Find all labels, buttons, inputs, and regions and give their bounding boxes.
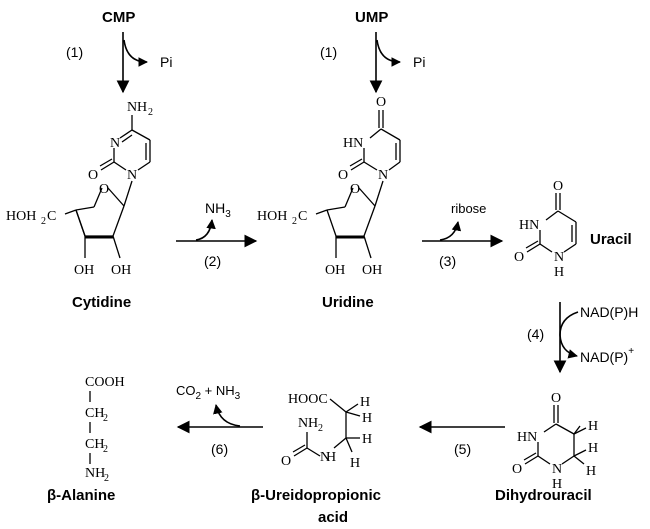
svg-text:N: N <box>554 250 564 265</box>
svg-text:CH: CH <box>85 437 104 452</box>
svg-text:CH: CH <box>85 406 104 421</box>
step6-label: (6) <box>211 441 228 457</box>
beta-alanine-label: β-Alanine <box>47 487 115 504</box>
svg-text:N: N <box>552 462 562 477</box>
uridine-structure: O HN N O <box>338 95 401 207</box>
step4-nadph: NAD(P)H <box>580 304 638 320</box>
step6-co2-nh3: CO2 + NH3 <box>176 383 241 402</box>
svg-text:NH: NH <box>85 466 105 481</box>
svg-text:OH: OH <box>362 263 382 278</box>
svg-text:H: H <box>586 464 596 479</box>
svg-text:N: N <box>378 168 388 183</box>
svg-text:H: H <box>360 395 370 410</box>
ureidopropionic-structure: HOOC N H N H 2 O H H H H <box>281 392 372 471</box>
svg-text:O: O <box>99 182 109 197</box>
ump-label: UMP <box>355 9 388 26</box>
svg-text:O: O <box>338 168 348 183</box>
svg-text:N: N <box>110 136 120 151</box>
svg-text:H: H <box>588 441 598 456</box>
svg-text:2: 2 <box>41 216 46 227</box>
ureido-label-line2: acid <box>318 509 348 526</box>
step3-side-arrow <box>439 221 462 241</box>
svg-text:N: N <box>320 450 330 465</box>
svg-text:COOH: COOH <box>85 375 125 390</box>
step1a-pi: Pi <box>160 54 172 70</box>
dihydrouracil-structure: O HN N H O H H H <box>512 391 598 492</box>
step5-label: (5) <box>454 441 471 457</box>
uridine-label: Uridine <box>322 294 374 311</box>
svg-text:H: H <box>362 411 372 426</box>
beta-alanine-structure: COOH CH 2 CH 2 NH 2 <box>85 375 125 484</box>
cmp-label: CMP <box>102 9 135 26</box>
svg-text:HN: HN <box>519 218 539 233</box>
step1b-side-arrow <box>376 39 401 67</box>
svg-text:2: 2 <box>292 216 297 227</box>
svg-text:HN: HN <box>343 136 363 151</box>
svg-text:2: 2 <box>104 473 109 484</box>
ureido-label-line1: β-Ureidopropionic <box>251 487 381 504</box>
step4-label: (4) <box>527 326 544 342</box>
svg-text:OH: OH <box>325 263 345 278</box>
step1b-label: (1) <box>320 44 337 60</box>
svg-text:O: O <box>512 462 522 477</box>
step3-ribose: ribose <box>451 201 486 216</box>
dihydrouracil-label: Dihydrouracil <box>495 487 592 504</box>
uridine-ribose: O OH OH HOH 2 C <box>257 182 382 278</box>
cytidine-ribose: O OH OH HOH 2 C <box>6 182 131 278</box>
step2-label: (2) <box>204 253 221 269</box>
svg-text:OH: OH <box>111 263 131 278</box>
svg-text:HOOC: HOOC <box>288 392 328 407</box>
svg-text:H: H <box>552 477 562 492</box>
svg-text:N: N <box>298 416 308 431</box>
step1a-label: (1) <box>66 44 83 60</box>
step6-side-arrow <box>213 404 241 427</box>
svg-text:H: H <box>554 265 564 280</box>
uracil-structure: O HN N H O <box>514 179 577 280</box>
step4-nadp: NAD(P)+ <box>580 346 634 365</box>
svg-text:H: H <box>588 419 598 434</box>
svg-text:2: 2 <box>148 107 153 118</box>
svg-text:HOH: HOH <box>6 209 36 224</box>
svg-text:HN: HN <box>517 430 537 445</box>
step4-side-arrow <box>559 311 579 359</box>
svg-text:HOH: HOH <box>257 209 287 224</box>
svg-text:N: N <box>127 100 137 115</box>
svg-text:H: H <box>137 100 147 115</box>
svg-text:O: O <box>88 168 98 183</box>
svg-text:2: 2 <box>103 444 108 455</box>
svg-text:H: H <box>308 416 318 431</box>
svg-text:OH: OH <box>74 263 94 278</box>
svg-text:H: H <box>362 432 372 447</box>
step3-label: (3) <box>439 253 456 269</box>
uracil-label: Uracil <box>590 231 632 248</box>
svg-text:2: 2 <box>318 423 323 434</box>
svg-text:C: C <box>298 209 307 224</box>
step2-nh3: NH3 <box>205 200 231 220</box>
cytidine-structure: N H 2 N N O <box>88 100 153 207</box>
svg-text:C: C <box>47 209 56 224</box>
step1b-pi: Pi <box>413 54 425 70</box>
svg-text:2: 2 <box>103 413 108 424</box>
svg-text:N: N <box>127 168 137 183</box>
svg-text:O: O <box>281 454 291 469</box>
step1a-side-arrow <box>123 39 148 67</box>
svg-text:H: H <box>350 456 360 471</box>
svg-text:O: O <box>553 179 563 194</box>
svg-text:O: O <box>514 250 524 265</box>
svg-text:O: O <box>551 391 561 406</box>
step2-side-arrow <box>195 219 216 241</box>
cytidine-label: Cytidine <box>72 294 131 311</box>
svg-text:O: O <box>350 182 360 197</box>
svg-text:O: O <box>376 95 386 110</box>
svg-text:H: H <box>326 450 336 465</box>
